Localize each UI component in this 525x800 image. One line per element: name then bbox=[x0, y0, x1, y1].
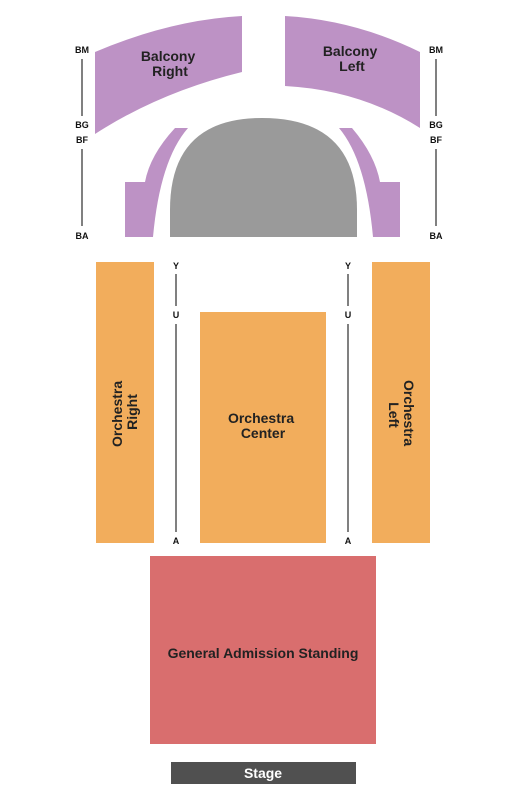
general-admission-label: General Admission Standing bbox=[168, 645, 359, 661]
section-balcony-right[interactable] bbox=[95, 16, 242, 134]
stage-label: Stage bbox=[244, 765, 282, 781]
svg-text:BM: BM bbox=[429, 45, 443, 55]
section-balcony-left[interactable] bbox=[285, 16, 420, 128]
orchestra-left-label: Orchestra Left bbox=[386, 380, 417, 450]
section-general-admission[interactable] bbox=[150, 556, 376, 744]
orchestra-right-label: Orchestra Right bbox=[109, 377, 140, 447]
svg-text:BF: BF bbox=[430, 135, 442, 145]
section-balcony-lower-right[interactable] bbox=[125, 128, 188, 237]
orchestra-row-markers-right: Y U A bbox=[345, 261, 352, 546]
section-balcony-lower-left[interactable] bbox=[339, 128, 400, 237]
svg-text:Y: Y bbox=[345, 261, 351, 271]
svg-text:Y: Y bbox=[173, 261, 179, 271]
balcony-row-markers-left: BM BG BF BA bbox=[75, 45, 89, 241]
balcony-row-markers-right: BM BG BF BA bbox=[429, 45, 443, 241]
section-orchestra-left[interactable] bbox=[372, 262, 430, 543]
svg-text:BG: BG bbox=[75, 120, 89, 130]
center-booth-area bbox=[170, 118, 357, 237]
section-orchestra-right[interactable] bbox=[96, 262, 154, 543]
svg-text:U: U bbox=[173, 310, 180, 320]
balcony-right-label: Balcony Right bbox=[141, 48, 199, 79]
svg-text:BA: BA bbox=[76, 231, 89, 241]
svg-text:BA: BA bbox=[430, 231, 443, 241]
svg-text:BM: BM bbox=[75, 45, 89, 55]
svg-text:BG: BG bbox=[429, 120, 443, 130]
stage bbox=[171, 762, 356, 784]
balcony-left-label: Balcony Left bbox=[323, 43, 381, 74]
svg-text:BF: BF bbox=[76, 135, 88, 145]
svg-text:A: A bbox=[345, 536, 352, 546]
section-orchestra-center[interactable] bbox=[200, 312, 326, 543]
svg-text:U: U bbox=[345, 310, 352, 320]
svg-text:A: A bbox=[173, 536, 180, 546]
orchestra-row-markers-left: Y U A bbox=[173, 261, 180, 546]
orchestra-center-label: Orchestra Center bbox=[228, 410, 298, 441]
